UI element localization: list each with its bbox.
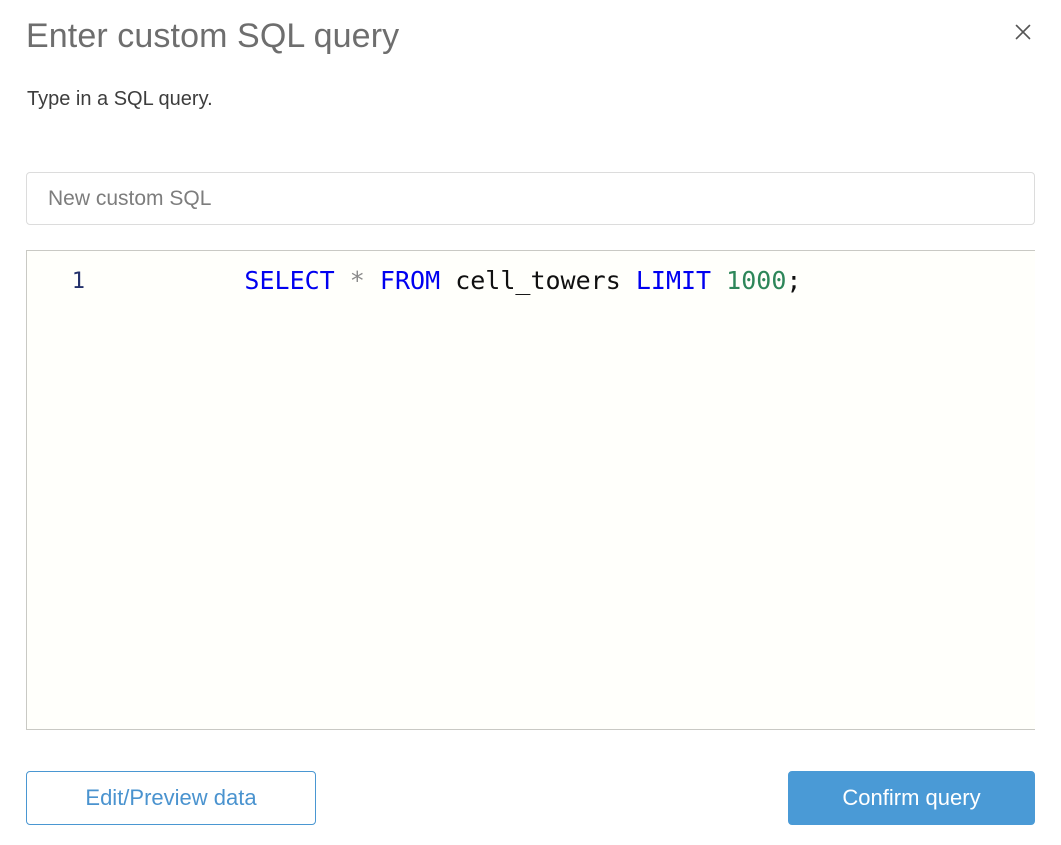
sql-query-text[interactable]: SELECT * FROM cell_towers LIMIT 1000; — [93, 251, 802, 326]
sql-token-table-name: cell_towers — [455, 266, 621, 295]
sql-token-space — [621, 266, 636, 295]
dialog-subtitle: Type in a SQL query. — [27, 88, 213, 110]
sql-token-space — [365, 266, 380, 295]
sql-token-keyword: SELECT — [244, 266, 335, 295]
close-icon[interactable] — [1004, 13, 1042, 51]
sql-token-space — [440, 266, 455, 295]
line-number: 1 — [71, 268, 85, 294]
sql-editor[interactable]: 1 SELECT * FROM cell_towers LIMIT 1000; — [26, 250, 1035, 730]
sql-token-limit: LIMIT — [635, 266, 712, 295]
page-title: Enter custom SQL query — [26, 17, 400, 55]
code-line: 1 SELECT * FROM cell_towers LIMIT 1000; — [27, 251, 1035, 303]
edit-preview-data-button[interactable]: Edit/Preview data — [26, 771, 316, 825]
sql-token-star: * — [349, 266, 365, 295]
sql-token-number: 1000 — [726, 266, 787, 295]
confirm-query-button[interactable]: Confirm query — [788, 771, 1035, 825]
close-icon-glyph — [1015, 24, 1031, 40]
sql-token-semicolon: ; — [786, 266, 802, 295]
sql-token-from: FROM — [379, 266, 441, 295]
sql-token-space — [335, 266, 350, 295]
sql-token-space — [711, 266, 726, 295]
sql-name-input[interactable] — [26, 172, 1035, 225]
